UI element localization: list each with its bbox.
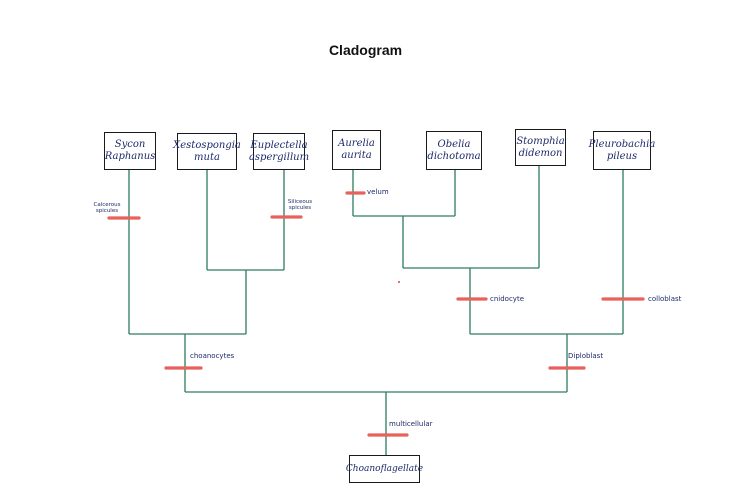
trait-label-diploblast: Diploblast xyxy=(568,352,604,360)
taxon-box-aurelia: Aurelia aurita xyxy=(332,130,381,170)
taxon-box-obelia: Obelia dichotoma xyxy=(426,131,482,170)
stray-dot xyxy=(398,281,400,283)
page-title: Cladogram xyxy=(328,42,403,58)
trait-label-cnidocyte: cnidocyte xyxy=(490,295,524,303)
trait-label-multicellular: multicellular xyxy=(389,420,433,428)
taxon-box-xestospongia: Xestospongia muta xyxy=(173,133,241,170)
taxon-box-euplectella: Euplectella aspergillum xyxy=(249,133,309,170)
trait-label-calcareous: Calcerous spicules xyxy=(93,202,121,214)
trait-label-velum: velum xyxy=(367,188,389,196)
taxon-box-stomphia: Stomphia didemon xyxy=(515,129,566,166)
root-box-choanoflagellate: Choanoflagellate xyxy=(346,455,423,483)
trait-label-siliceous: Siliceous spicules xyxy=(287,199,313,211)
trait-label-colloblast: colloblast xyxy=(648,295,682,303)
taxon-box-sycon: Sycon Raphanus xyxy=(104,132,156,170)
taxon-box-pleurobachia: Pleurobachia pileus xyxy=(589,131,655,170)
trait-label-choanocytes: choanocytes xyxy=(190,352,235,360)
